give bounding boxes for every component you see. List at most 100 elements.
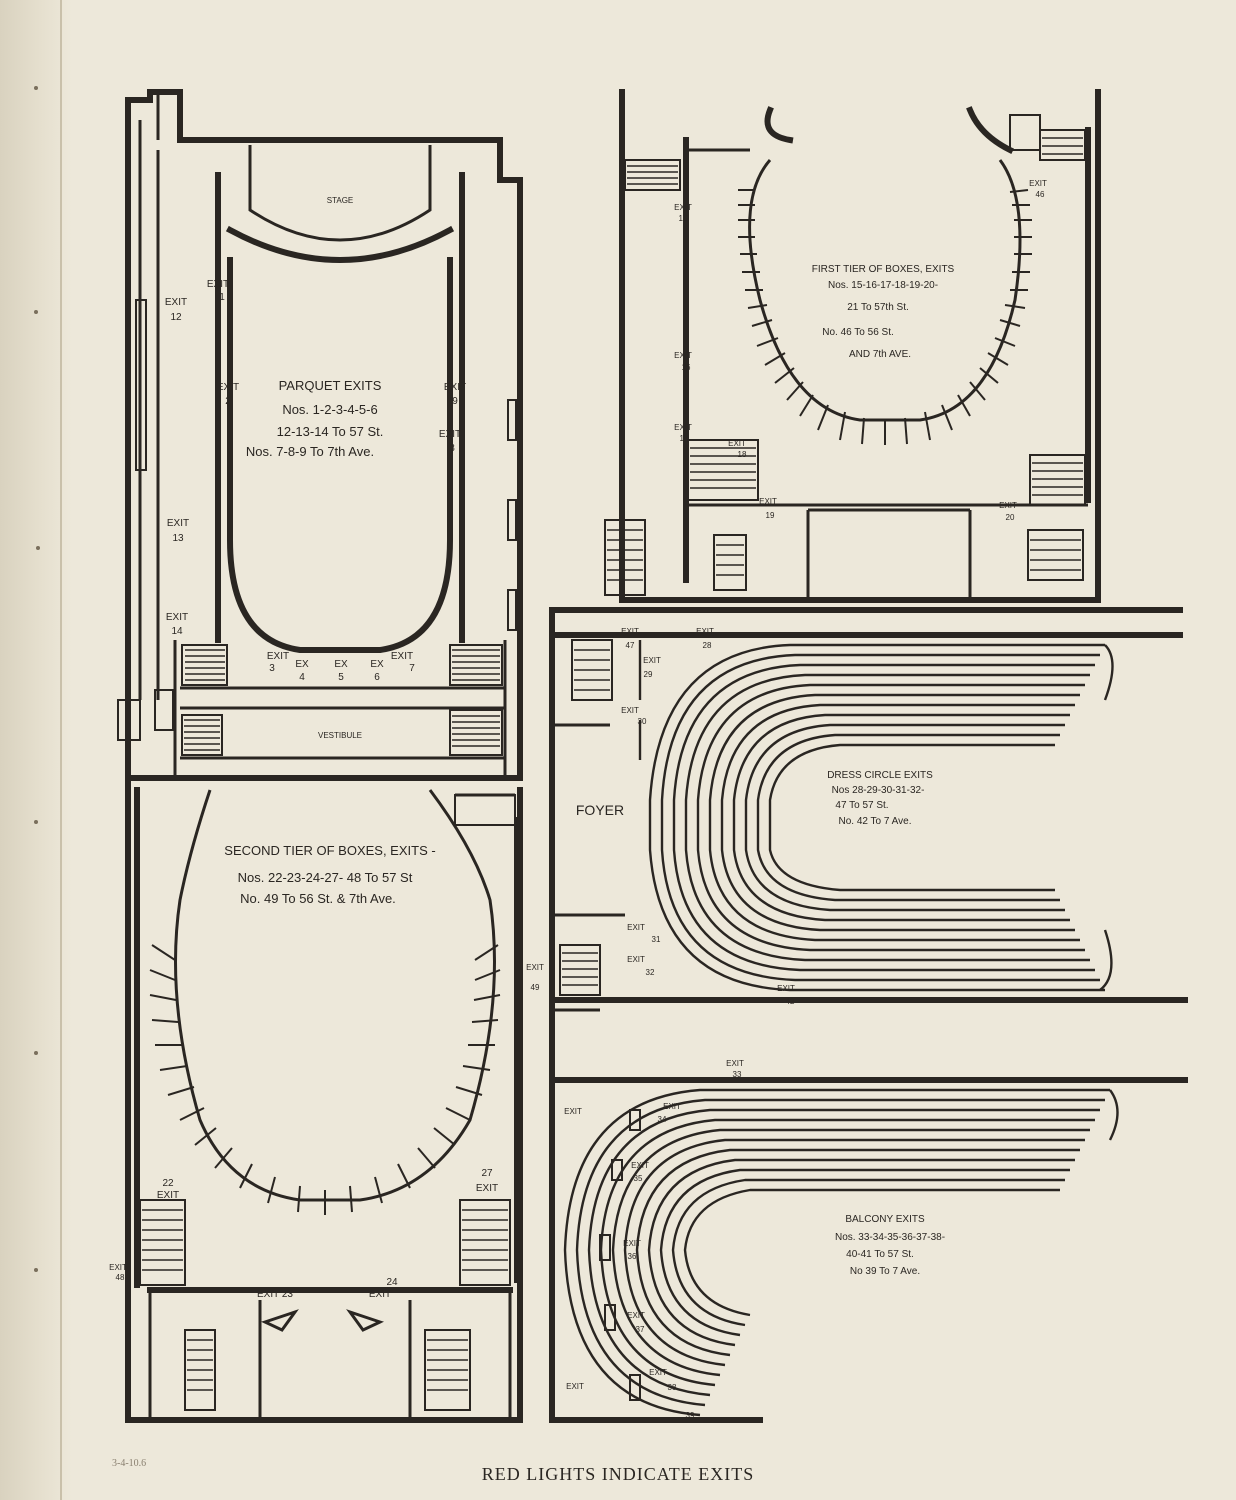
exit-1-number: 1 xyxy=(219,292,225,303)
exit-7-label: EXIT xyxy=(391,651,413,662)
exit-2-label: EXIT xyxy=(217,382,239,393)
stage-outline xyxy=(248,145,432,242)
exit-49-label: EXIT xyxy=(526,963,544,972)
exit-1-label: EXIT xyxy=(207,279,229,290)
exit-16-label: EXIT xyxy=(674,351,692,360)
exit-12-number: 12 xyxy=(170,312,182,323)
tier2-line2: Nos. 22-23-24-27- 48 To 57 St xyxy=(238,870,413,885)
exit-28-label: EXIT xyxy=(696,627,714,636)
exit-balcony-upper-label: EXIT xyxy=(564,1107,582,1116)
balcony-line4: No 39 To 7 Ave. xyxy=(850,1266,920,1277)
binding-holes xyxy=(34,86,40,1272)
stair-tier2-bottom xyxy=(184,1329,471,1411)
exit-30-label: EXIT xyxy=(621,706,639,715)
exit-36-label: EXIT xyxy=(623,1239,641,1248)
stair-tier2-right xyxy=(459,1199,511,1286)
exit-29-number: 29 xyxy=(644,670,653,679)
exit-18-number: 18 xyxy=(738,450,747,459)
dress-circle-line4: No. 42 To 7 Ave. xyxy=(838,816,911,827)
exit-7-number: 7 xyxy=(409,663,415,674)
exit-36-number: 36 xyxy=(628,1252,637,1261)
parquet-line3: Nos. 7-8-9 To 7th Ave. xyxy=(246,444,374,459)
stair-tier1-lower-left xyxy=(687,439,759,501)
tier1-line3: 21 To 57th St. xyxy=(847,302,909,313)
tier1-line1: FIRST TIER OF BOXES, EXITS xyxy=(812,264,955,275)
exit-13-label: EXIT xyxy=(167,518,189,529)
second-tier-plan: SECOND TIER OF BOXES, EXITS - Nos. 22-23… xyxy=(109,775,544,1423)
exit-27-label: EXIT xyxy=(476,1183,498,1194)
tier1-line4: No. 46 To 56 St. xyxy=(822,327,894,338)
stair-vestibule-right xyxy=(449,709,503,756)
exit-22-label: EXIT xyxy=(157,1190,179,1201)
exit-3-number: 3 xyxy=(269,663,275,674)
stair-tier1-bottom-left xyxy=(604,519,747,596)
tier2-seat-rows xyxy=(149,944,501,1215)
exit-47-number: 47 xyxy=(626,641,635,650)
stair-tier2-left xyxy=(139,1199,186,1286)
exit-37-label: EXIT xyxy=(627,1311,645,1320)
exit-17-label: EXIT xyxy=(674,423,692,432)
exit-31-number: 31 xyxy=(652,935,661,944)
balcony-plan: BALCONY EXITS Nos. 33-34-35-36-37-38- 40… xyxy=(549,1007,1188,1423)
exit-30-number: 30 xyxy=(638,717,647,726)
exit-47-label: EXIT xyxy=(621,627,639,636)
dress-circle-line3: 47 To 57 St. xyxy=(835,800,888,811)
first-tier-plan: FIRST TIER OF BOXES, EXITS Nos. 15-16-17… xyxy=(604,89,1101,603)
stair-tier1-right xyxy=(1009,114,1086,581)
balcony-line2: Nos. 33-34-35-36-37-38- xyxy=(835,1232,945,1243)
exit-49-number: 49 xyxy=(531,983,540,992)
exit-18-label: EXIT xyxy=(728,439,746,448)
margin-note: 3-4-10.6 xyxy=(112,1458,147,1469)
dress-circle-line2: Nos 28-29-30-31-32- xyxy=(832,785,925,796)
tier2-line1: SECOND TIER OF BOXES, EXITS - xyxy=(224,843,435,858)
vestibule-label: VESTIBULE xyxy=(318,731,362,740)
stair-dress-circle-upper xyxy=(571,639,613,701)
tier1-seat-rows xyxy=(738,189,1032,445)
exit-48-label: EXIT xyxy=(109,1263,127,1272)
exit-32-label: EXIT xyxy=(627,955,645,964)
parquet-plan: STAGE xyxy=(117,89,523,781)
exit-4-number: 4 xyxy=(299,672,305,683)
exit-14-label: EXIT xyxy=(166,612,188,623)
exit-15-label: EXIT xyxy=(674,203,692,212)
exit-35-label: EXIT xyxy=(631,1161,649,1170)
exit-46-label: EXIT xyxy=(1029,179,1047,188)
exit-15-number: 15 xyxy=(679,214,688,223)
tier1-line2: Nos. 15-16-17-18-19-20- xyxy=(828,280,938,291)
parquet-line2: 12-13-14 To 57 St. xyxy=(277,424,384,439)
exit-9-label: EXIT xyxy=(444,382,466,393)
exit-16-number: 16 xyxy=(682,363,691,372)
exit-24-number: 24 xyxy=(386,1277,398,1288)
balcony-line3: 40-41 To 57 St. xyxy=(846,1249,914,1260)
exit-8-label: EXIT xyxy=(439,429,461,440)
parquet-line1: Nos. 1-2-3-4-5-6 xyxy=(282,402,377,417)
exit-5-label: EX xyxy=(334,659,348,670)
exit-46-number: 46 xyxy=(1036,190,1045,199)
tier2-line3: No. 49 To 56 St. & 7th Ave. xyxy=(240,891,396,906)
exit-32-number: 32 xyxy=(646,968,655,977)
exit-19-label: EXIT xyxy=(759,497,777,506)
exit-39-number: 39 xyxy=(686,1411,695,1420)
exit-33-label: EXIT xyxy=(726,1059,744,1068)
exit-29-label: EXIT xyxy=(643,656,661,665)
exit-6-label: EX xyxy=(370,659,384,670)
exit-3-label: EXIT xyxy=(267,651,289,662)
exit-24-label: EXIT xyxy=(369,1289,391,1300)
exit-34-label: EXIT xyxy=(663,1102,681,1111)
dress-circle-line1: DRESS CIRCLE EXITS xyxy=(827,770,933,781)
exit-42-number: 42 xyxy=(786,997,795,1006)
exit-23-label: EXIT 23 xyxy=(257,1289,293,1300)
balcony-line1: BALCONY EXITS xyxy=(845,1214,925,1225)
tier1-line5: AND 7th AVE. xyxy=(849,349,911,360)
exit-5-number: 5 xyxy=(338,672,344,683)
exit-8-number: 8 xyxy=(449,443,455,454)
exit-28-number: 28 xyxy=(703,641,712,650)
exit-12-label: EXIT xyxy=(165,297,187,308)
stair-dress-circle-lower xyxy=(559,944,601,996)
foyer-label: FOYER xyxy=(576,802,624,818)
exit-17-number: 17 xyxy=(680,434,689,443)
exit-22-number: 22 xyxy=(162,1178,174,1189)
stair-vestibule-left xyxy=(181,714,223,756)
